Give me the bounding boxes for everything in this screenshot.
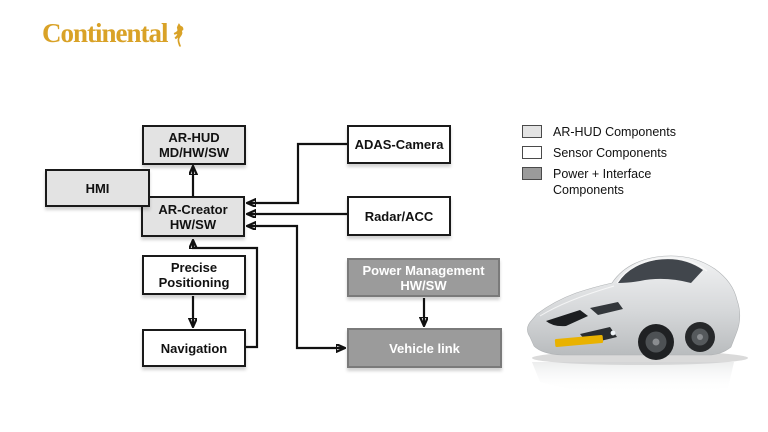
legend-swatch-power-interface	[522, 167, 542, 180]
legend-swatch-arhud	[522, 125, 542, 138]
legend-item-sensor: Sensor Components	[522, 145, 667, 161]
box-adas-camera: ADAS-Camera	[347, 125, 451, 164]
car-windshield	[618, 259, 703, 283]
car-roof-highlight	[616, 257, 708, 284]
continental-wordmark: Continental	[42, 18, 169, 48]
car-grille	[546, 310, 588, 327]
box-hmi: HMI	[45, 169, 150, 207]
box-ar-hud: AR-HUD MD/HW/SW	[142, 125, 246, 165]
arrow-arcreator-vehiclelink	[247, 226, 345, 348]
car-front-wheel	[638, 324, 674, 360]
legend-label-arhud: AR-HUD Components	[553, 125, 676, 139]
silver-concept-car-image	[527, 255, 748, 394]
continental-horse-icon	[173, 23, 183, 47]
legend-item-power-interface: Power + Interface Components	[522, 166, 651, 198]
legend-label-power-interface: Power + Interface Components	[553, 167, 652, 197]
box-vehicle-link: Vehicle link	[347, 328, 502, 368]
continental-logo: Continental	[42, 20, 187, 47]
box-precise-positioning: Precise Positioning	[142, 255, 246, 295]
car-hood-crease	[539, 285, 615, 317]
legend-label-sensor: Sensor Components	[553, 146, 667, 160]
car-rear-wheel	[685, 322, 715, 352]
car-headlight	[590, 302, 623, 315]
car-foglight	[610, 330, 616, 336]
box-radar-acc: Radar/ACC	[347, 196, 451, 236]
box-ar-creator: AR-Creator HW/SW	[141, 196, 245, 237]
box-power-management: Power Management HW/SW	[347, 258, 500, 297]
arrow-adascamera-to-arcreator	[247, 142, 347, 203]
legend-swatch-sensor	[522, 146, 542, 159]
car-continental-banner	[554, 335, 604, 347]
legend-item-arhud: AR-HUD Components	[522, 124, 676, 140]
car-reflection	[532, 362, 734, 394]
box-navigation: Navigation	[142, 329, 246, 367]
